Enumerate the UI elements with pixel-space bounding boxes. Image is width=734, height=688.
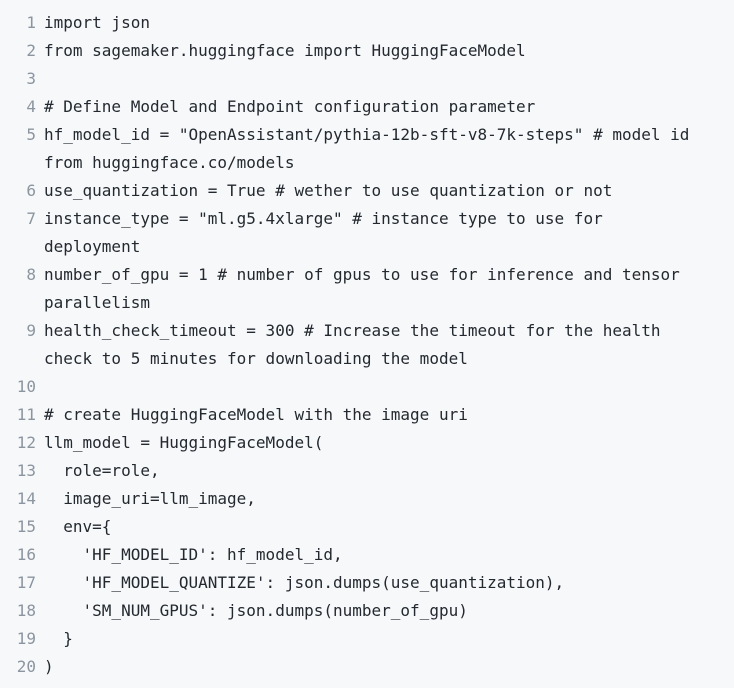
code-line: 9 health_check_timeout = 300 # Increase … xyxy=(15,317,734,373)
line-content: health_check_timeout = 300 # Increase th… xyxy=(44,321,671,368)
line-content: } xyxy=(44,629,73,648)
line-content: instance_type = "ml.g5.4xlarge" # instan… xyxy=(44,209,613,256)
code-line: 12 llm_model = HuggingFaceModel( xyxy=(15,429,734,457)
line-number: 14 xyxy=(16,489,36,508)
code-line: 13 role=role, xyxy=(15,457,734,485)
line-number: 9 xyxy=(26,321,36,340)
code-line: 8 number_of_gpu = 1 # number of gpus to … xyxy=(15,261,734,317)
line-content: 'SM_NUM_GPUS': json.dumps(number_of_gpu) xyxy=(44,601,468,620)
line-number: 3 xyxy=(26,69,36,88)
line-number: 10 xyxy=(16,377,36,396)
line-number: 1 xyxy=(26,13,36,32)
line-number: 7 xyxy=(26,209,36,228)
line-number: 16 xyxy=(16,545,36,564)
code-line: 6 use_quantization = True # wether to us… xyxy=(15,177,734,205)
code-line: 2 from sagemaker.huggingface import Hugg… xyxy=(15,37,734,65)
line-content: ) xyxy=(44,657,54,676)
line-content: # create HuggingFaceModel with the image… xyxy=(44,405,468,424)
code-line: 14 image_uri=llm_image, xyxy=(15,485,734,513)
line-content: image_uri=llm_image, xyxy=(44,489,256,508)
code-line: 19 } xyxy=(15,625,734,653)
line-content xyxy=(44,373,704,401)
line-number: 15 xyxy=(16,517,36,536)
line-content: # Define Model and Endpoint configuratio… xyxy=(44,97,536,116)
line-content: llm_model = HuggingFaceModel( xyxy=(44,433,324,452)
code-line: 17 'HF_MODEL_QUANTIZE': json.dumps(use_q… xyxy=(15,569,734,597)
line-content: 'HF_MODEL_ID': hf_model_id, xyxy=(44,545,343,564)
code-line: 5 hf_model_id = "OpenAssistant/pythia-12… xyxy=(15,121,734,177)
line-number: 19 xyxy=(16,629,36,648)
line-number: 12 xyxy=(16,433,36,452)
line-number: 13 xyxy=(16,461,36,480)
line-content: env={ xyxy=(44,517,112,536)
line-number: 2 xyxy=(26,41,36,60)
line-content: import json xyxy=(44,13,150,32)
line-content xyxy=(44,65,704,93)
line-content: hf_model_id = "OpenAssistant/pythia-12b-… xyxy=(44,125,700,172)
line-content: role=role, xyxy=(44,461,160,480)
code-line: 16 'HF_MODEL_ID': hf_model_id, xyxy=(15,541,734,569)
line-number: 5 xyxy=(26,125,36,144)
line-number: 17 xyxy=(16,573,36,592)
code-line: 4 # Define Model and Endpoint configurat… xyxy=(15,93,734,121)
code-line: 20 ) xyxy=(15,653,734,681)
code-line: 11 # create HuggingFaceModel with the im… xyxy=(15,401,734,429)
code-line: 10 xyxy=(15,373,734,401)
line-content: number_of_gpu = 1 # number of gpus to us… xyxy=(44,265,690,312)
code-line: 7 instance_type = "ml.g5.4xlarge" # inst… xyxy=(15,205,734,261)
line-content: use_quantization = True # wether to use … xyxy=(44,181,613,200)
line-content: 'HF_MODEL_QUANTIZE': json.dumps(use_quan… xyxy=(44,573,565,592)
code-line: 15 env={ xyxy=(15,513,734,541)
line-number: 6 xyxy=(26,181,36,200)
line-number: 20 xyxy=(16,657,36,676)
line-content: from sagemaker.huggingface import Huggin… xyxy=(44,41,526,60)
code-line: 18 'SM_NUM_GPUS': json.dumps(number_of_g… xyxy=(15,597,734,625)
line-number: 4 xyxy=(26,97,36,116)
code-line: 1 import json xyxy=(15,9,734,37)
code-line: 3 xyxy=(15,65,734,93)
code-lines: 1 import json 2 from sagemaker.huggingfa… xyxy=(15,9,734,681)
line-number: 8 xyxy=(26,265,36,284)
line-number: 18 xyxy=(16,601,36,620)
line-number: 11 xyxy=(16,405,36,424)
